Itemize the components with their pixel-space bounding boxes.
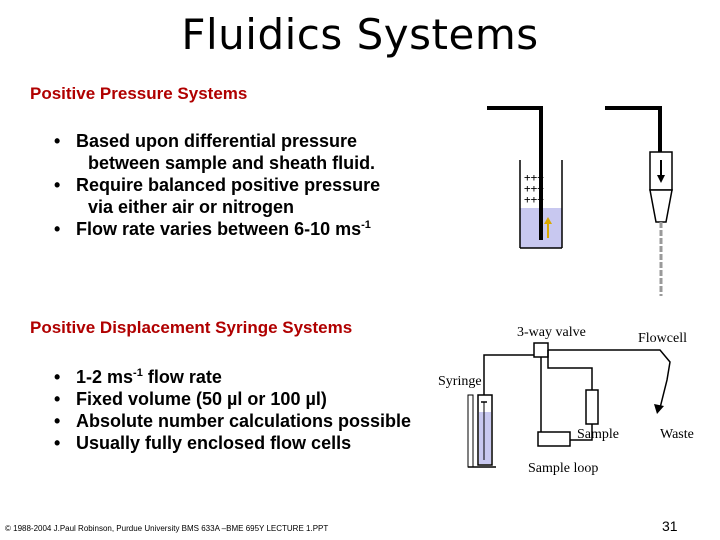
waste-label: Waste: [660, 427, 694, 442]
syringe-label: Syringe: [438, 374, 482, 389]
pressure-tube-left: [487, 106, 543, 240]
down-arrow-head-icon: [657, 175, 665, 183]
sample-label: Sample: [577, 427, 619, 442]
sample-probe-line: [547, 350, 593, 390]
slide-title: Fluidics Systems: [181, 10, 539, 59]
superscript: -1: [361, 219, 371, 231]
copyright-footer: © 1988-2004 J.Paul Robinson, Purdue Univ…: [5, 524, 329, 533]
bullet-absolute-number: Absolute number calculations possible: [50, 410, 411, 432]
sample-loop-label: Sample loop: [528, 461, 598, 476]
bullet-enclosed-flowcells: Usually fully enclosed flow cells: [50, 432, 411, 454]
bullet-fixed-volume: Fixed volume (50 µl or 100 µl): [50, 388, 411, 410]
bullet-balanced-pressure: Require balanced positive pressure via e…: [50, 174, 380, 218]
sample-tube: [585, 389, 599, 425]
syringe-system: [467, 342, 671, 468]
bullet-flow-rate: Flow rate varies between 6-10 ms-1: [50, 218, 380, 240]
flowcell-line: [548, 349, 671, 409]
waste-arrow-icon: [654, 404, 664, 414]
bullet-text: between sample and sheath fluid.: [88, 153, 376, 173]
flowcell-label: Flowcell: [638, 331, 687, 346]
pressure-flowcell: [649, 151, 673, 296]
positive-displacement-bullets: 1-2 ms-1 flow rate Fixed volume (50 µl o…: [50, 366, 411, 454]
three-way-valve: [533, 342, 549, 358]
bullet-text: Require balanced positive pressure: [76, 175, 381, 195]
bullet-text: Flow rate varies between 6-10 ms: [76, 219, 362, 239]
positive-displacement-heading: Positive Displacement Syringe Systems: [30, 318, 353, 337]
three-way-valve-label: 3-way valve: [517, 325, 586, 340]
pressure-tube-right: [605, 106, 662, 152]
positive-pressure-bullets: Based upon differential pressure between…: [50, 130, 380, 240]
sample-loop-box: [537, 431, 571, 447]
bullet-text: 1-2 ms: [76, 367, 134, 387]
bullet-differential-pressure: Based upon differential pressure between…: [50, 130, 380, 174]
bullet-flow-rate-displacement: 1-2 ms-1 flow rate: [50, 366, 411, 388]
syringe-line: [483, 354, 534, 395]
up-arrow-head-icon: [544, 217, 552, 224]
flowcell-nozzle: [649, 189, 673, 223]
loop-line-left: [540, 357, 557, 441]
loop-line-right: [570, 422, 593, 441]
syringe-liquid: [479, 412, 491, 464]
bullet-text: via either air or nitrogen: [88, 197, 295, 217]
superscript: -1: [133, 367, 143, 379]
bullet-text: Based upon differential pressure: [76, 131, 358, 151]
syringe-drive-rail: [467, 394, 474, 468]
positive-pressure-heading: Positive Pressure Systems: [30, 84, 248, 103]
bullet-text: flow rate: [142, 367, 222, 387]
page-number: 31: [662, 518, 678, 534]
